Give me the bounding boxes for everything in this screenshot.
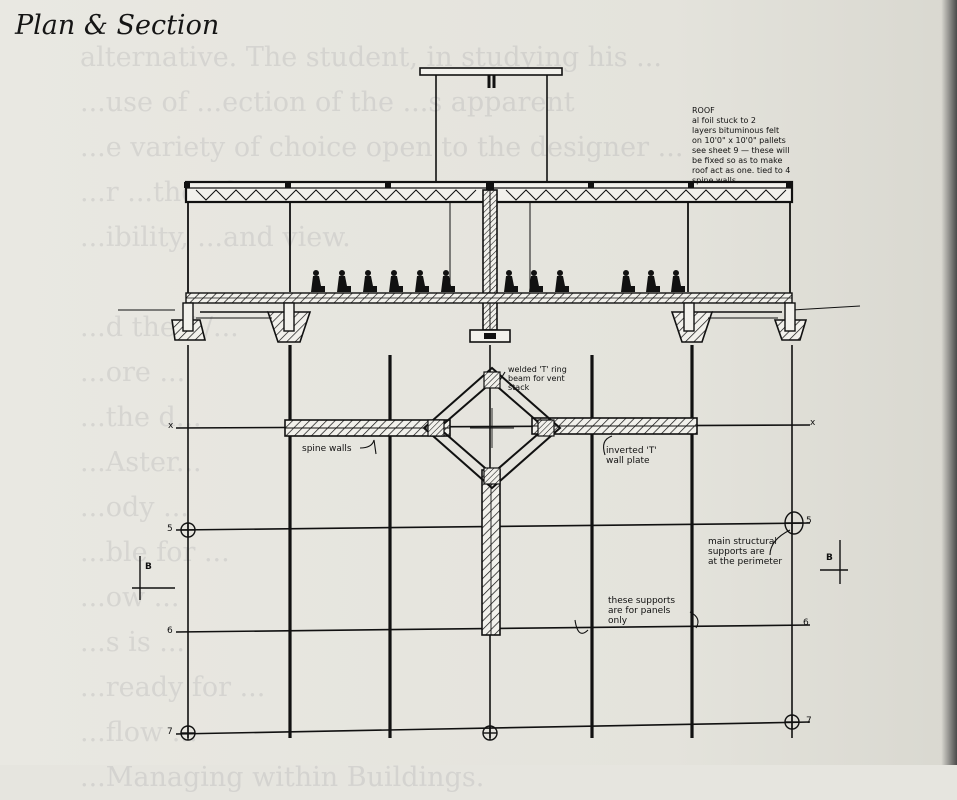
page-background [0, 0, 957, 765]
plan-view [132, 345, 848, 741]
roof-note: ROOF al foil stuck to 2 layers bituminou… [692, 106, 791, 185]
architectural-drawing [118, 67, 861, 741]
grid-marker-x-right: x [810, 418, 816, 428]
spine-walls-label: spine walls [302, 444, 352, 454]
section-marker-b-left: B [145, 562, 152, 572]
plan-vertical-grid [187, 345, 793, 738]
panel-supports-label: these supports are for panels only [608, 596, 676, 626]
grid-marker-6-right: 6 [803, 618, 809, 628]
section-view [118, 67, 861, 343]
leader-lines [359, 371, 791, 634]
spine-walls-horizontal [284, 417, 698, 437]
floor-slab [118, 292, 861, 343]
section-columns [187, 202, 791, 300]
grid-marker-5-right: 5 [806, 516, 812, 526]
ring-beam [422, 366, 562, 490]
figure-title: Plan & Section [15, 10, 220, 41]
spine-wall-vertical [481, 469, 501, 636]
grid-marker-6-left: 6 [167, 626, 173, 636]
grid-marker-5-left: 5 [167, 524, 173, 534]
vent-stack [419, 67, 563, 183]
grid-circles [180, 511, 804, 741]
inverted-t-label: inverted 'T' wall plate [606, 446, 657, 466]
page-binding-edge [941, 0, 957, 765]
section-marker-b-right: B [826, 553, 833, 563]
section-cut-markers [132, 540, 848, 600]
grid-marker-7-left: 7 [167, 727, 173, 737]
central-post [469, 189, 511, 343]
main-supports-label: main structural supports are at the peri… [708, 537, 783, 567]
welded-beam-label: welded 'T' ring beam for vent stack [508, 365, 567, 392]
seated-figures [311, 270, 685, 292]
grid-marker-x-left: x [168, 421, 174, 431]
grid-marker-7-right: 7 [806, 716, 812, 726]
